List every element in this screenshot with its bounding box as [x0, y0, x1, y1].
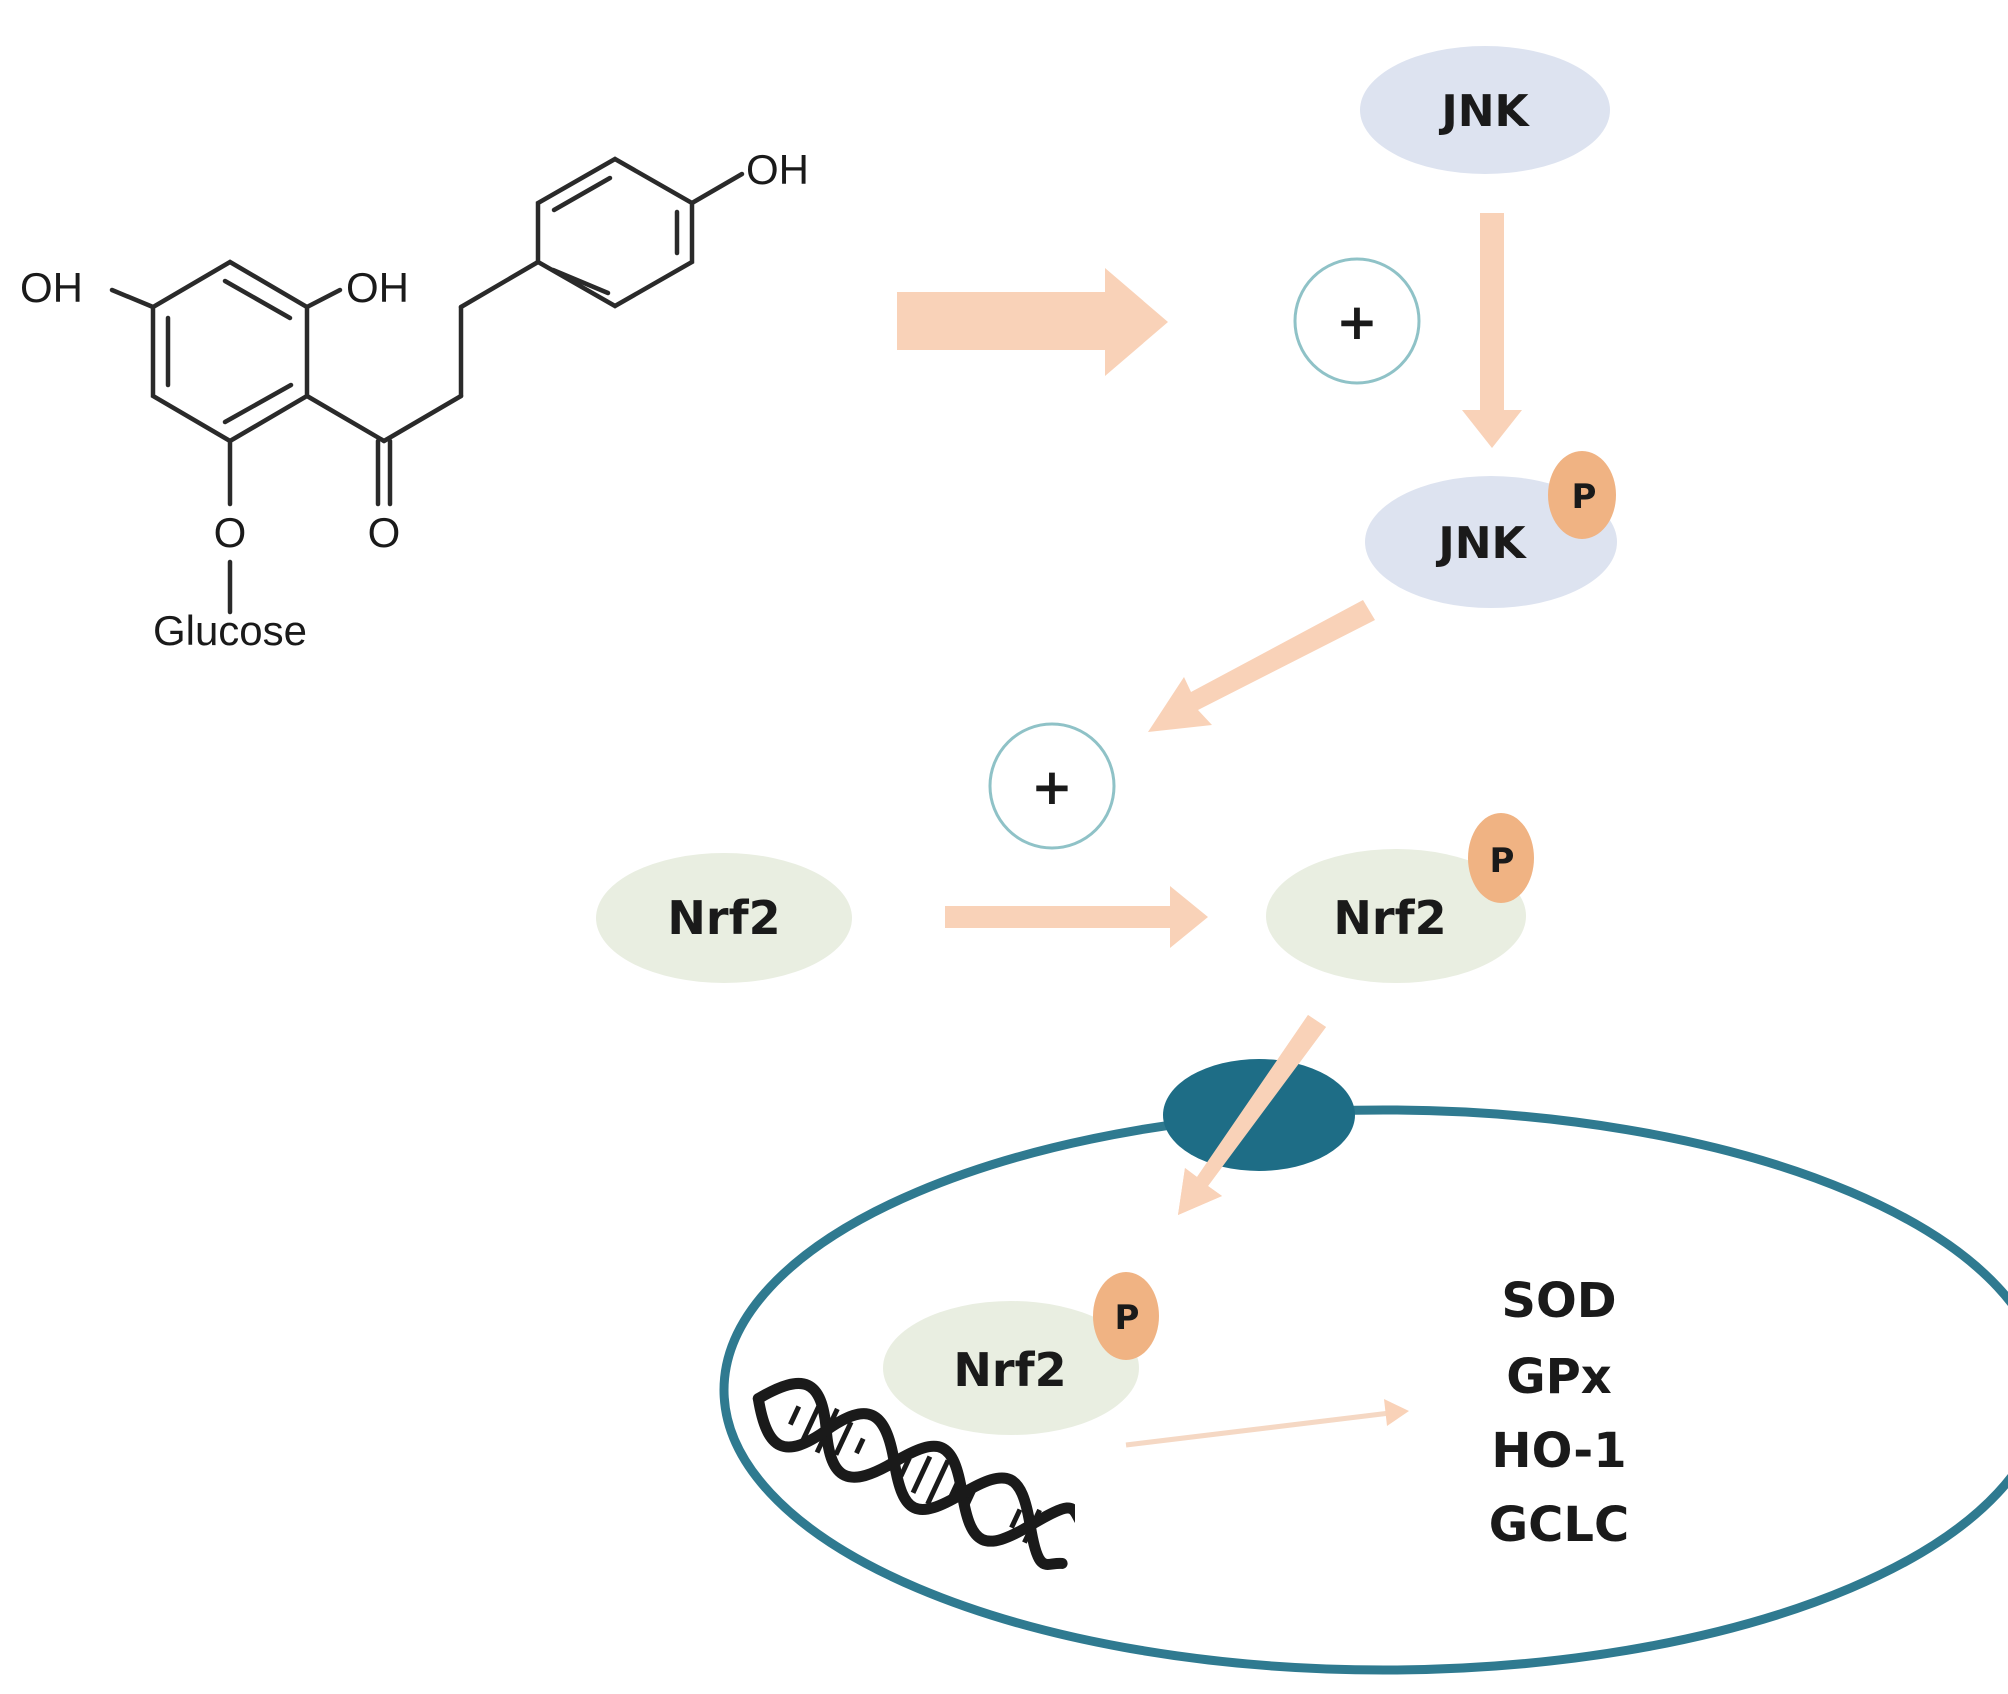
arrow-nrf2-right	[945, 886, 1208, 948]
gene-ho1: HO-1	[1491, 1423, 1626, 1479]
oh-label-left: OH	[20, 264, 83, 311]
plus-text-1: +	[1336, 293, 1378, 351]
ring-b	[535, 156, 695, 309]
gene-gclc: GCLC	[1489, 1497, 1629, 1553]
jnk-phospho-tag-label: P	[1572, 477, 1597, 517]
carbonyl-oxygen-label: O	[368, 509, 401, 556]
nrf2-nuclear-node: P Nrf2	[883, 1272, 1159, 1435]
plus-text-2: +	[1031, 758, 1073, 816]
target-gene-list: SOD GPx HO-1 GCLC	[1489, 1273, 1629, 1553]
nrf2-node: Nrf2	[596, 853, 852, 983]
activation-symbol-1: +	[1293, 257, 1421, 385]
ring-a	[150, 259, 310, 444]
nrf2-phospho-tag	[1468, 813, 1534, 903]
nrf2-phospho-node: P Nrf2	[1266, 813, 1534, 983]
jnk-phospho-tag	[1548, 451, 1616, 539]
jnk-phospho-node: P JNK	[1365, 451, 1617, 608]
nucleus-membrane	[719, 1105, 2008, 1675]
big-right-arrow	[897, 268, 1168, 376]
nrf2-phospho-tag-label: P	[1490, 841, 1515, 881]
arrow-transcription-head	[1384, 1399, 1409, 1426]
nrf2-nuclear-phospho-tag	[1093, 1272, 1159, 1360]
jnk-node: JNK	[1360, 46, 1610, 174]
oh-label-right: OH	[346, 264, 409, 311]
activation-symbol-2: +	[988, 722, 1116, 850]
dna-helix-icon	[752, 1378, 1075, 1570]
nrf2-phospho-label: Nrf2	[1333, 891, 1446, 945]
glucose-label: Glucose	[153, 607, 307, 654]
ether-oxygen-label: O	[214, 509, 247, 556]
arrow-group	[897, 213, 1522, 1448]
jnk-label: JNK	[1438, 86, 1530, 137]
phlorizin-structure	[109, 156, 745, 615]
gene-gpx: GPx	[1506, 1349, 1612, 1405]
nrf2-label: Nrf2	[667, 891, 780, 945]
arrow-through-pore	[1178, 1015, 1326, 1215]
arrow-jnk-down	[1462, 213, 1522, 448]
oh-label-top: OH	[746, 146, 809, 193]
gene-sod: SOD	[1501, 1273, 1616, 1329]
jnk-phospho-label: JNK	[1435, 518, 1527, 569]
nrf2-nuclear-phospho-tag-label: P	[1115, 1298, 1140, 1338]
arrow-jnk-to-plus	[1148, 600, 1375, 732]
nrf2-nuclear-label: Nrf2	[953, 1343, 1066, 1397]
arrow-transcription	[1125, 1410, 1391, 1448]
